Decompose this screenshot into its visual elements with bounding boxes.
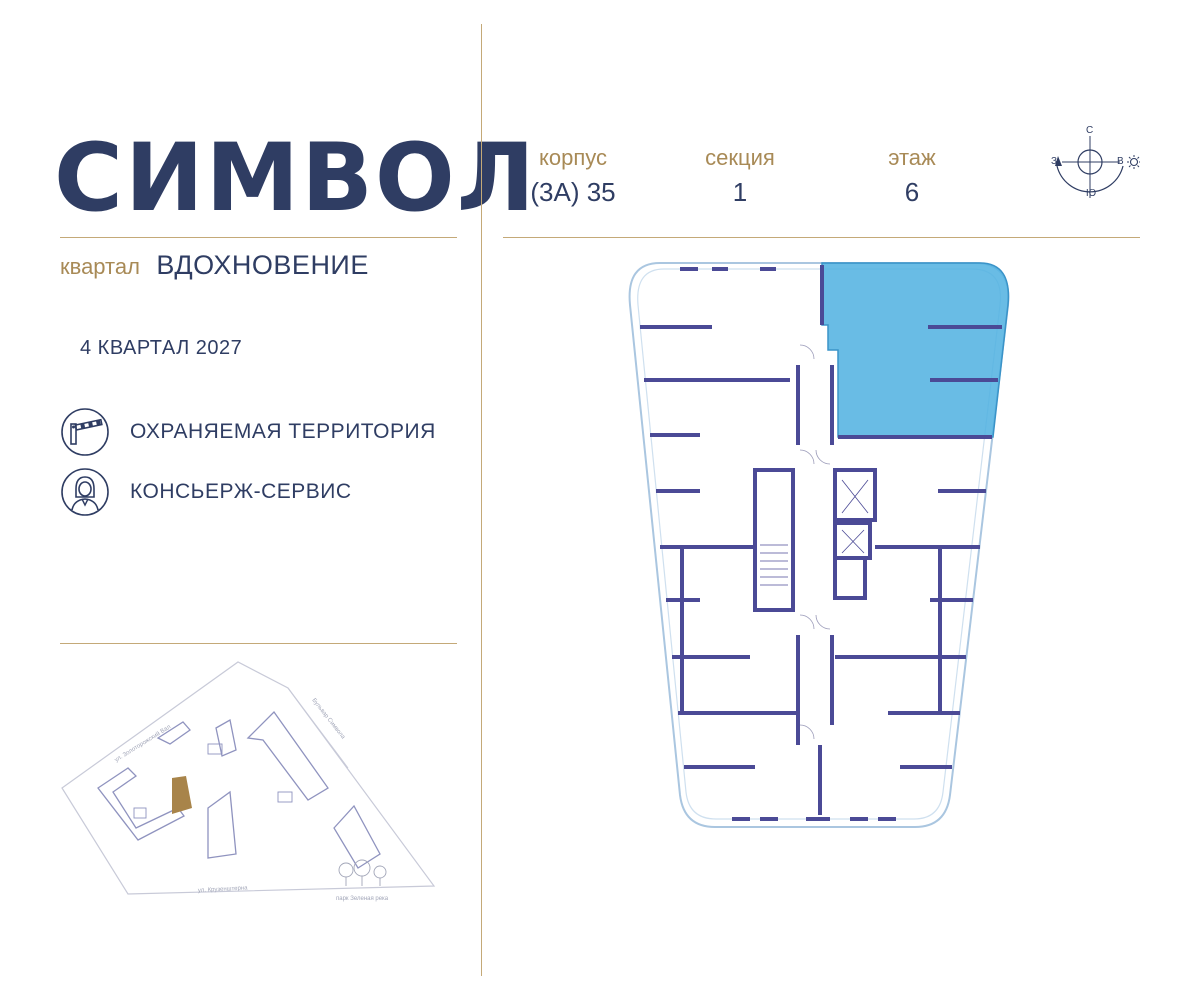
delivery-date: 4 КВАРТАЛ 2027 (80, 337, 243, 359)
feature-security: ОХРАНЯЕМАЯ ТЕРРИТОРИЯ (60, 407, 436, 457)
district-name: ВДОХНОВЕНИЕ (156, 250, 369, 280)
district: квартал ВДОХНОВЕНИЕ (60, 250, 369, 281)
building-label: корпус (538, 145, 607, 170)
compass-east: В (1117, 156, 1124, 167)
barrier-gate-icon (61, 408, 109, 456)
floor-label: этаж (888, 145, 936, 170)
vertical-divider (481, 24, 482, 976)
left-divider-bottom (60, 643, 457, 644)
section-value: 1 (732, 177, 748, 207)
compass-south: Ю (1086, 188, 1096, 199)
park-label: парк Зеленая река (336, 896, 389, 902)
site-map: ул. Золоторожский Вал Бульвар Символа ул… (61, 661, 436, 902)
info-building: корпус (3А) 35 (493, 145, 653, 208)
street-right-label: Бульвар Символа (310, 698, 346, 741)
playground-icon (133, 743, 293, 819)
right-divider (503, 237, 1140, 238)
info-section: секция 1 (660, 145, 820, 208)
tree-icon (338, 859, 387, 886)
street-bottom-label: ул. Крузенштерна (198, 885, 249, 894)
info-floor: этаж 6 (832, 145, 992, 208)
street-top-label: ул. Золоторожский Вал (113, 723, 172, 764)
compass-icon: С Ю З В (1051, 125, 1140, 199)
feature-security-text: ОХРАНЯЕМАЯ ТЕРРИТОРИЯ (130, 420, 436, 443)
selected-apartment[interactable] (821, 262, 1010, 438)
feature-concierge: КОНСЬЕРЖ-СЕРВИС (60, 467, 352, 517)
district-label: квартал (60, 254, 140, 279)
left-divider-top (60, 237, 457, 238)
floor-plan (628, 262, 1010, 828)
brand-logo: СИМВОЛ (54, 124, 537, 233)
sun-icon (1127, 155, 1140, 169)
compass-west: З (1051, 156, 1057, 167)
compass-north: С (1086, 125, 1093, 136)
feature-concierge-text: КОНСЬЕРЖ-СЕРВИС (130, 480, 352, 503)
building-value: (3А) 35 (530, 177, 616, 207)
building-35-marker (172, 776, 192, 814)
section-label: секция (705, 145, 775, 170)
floor-value: 6 (904, 177, 920, 207)
concierge-icon (61, 468, 109, 516)
